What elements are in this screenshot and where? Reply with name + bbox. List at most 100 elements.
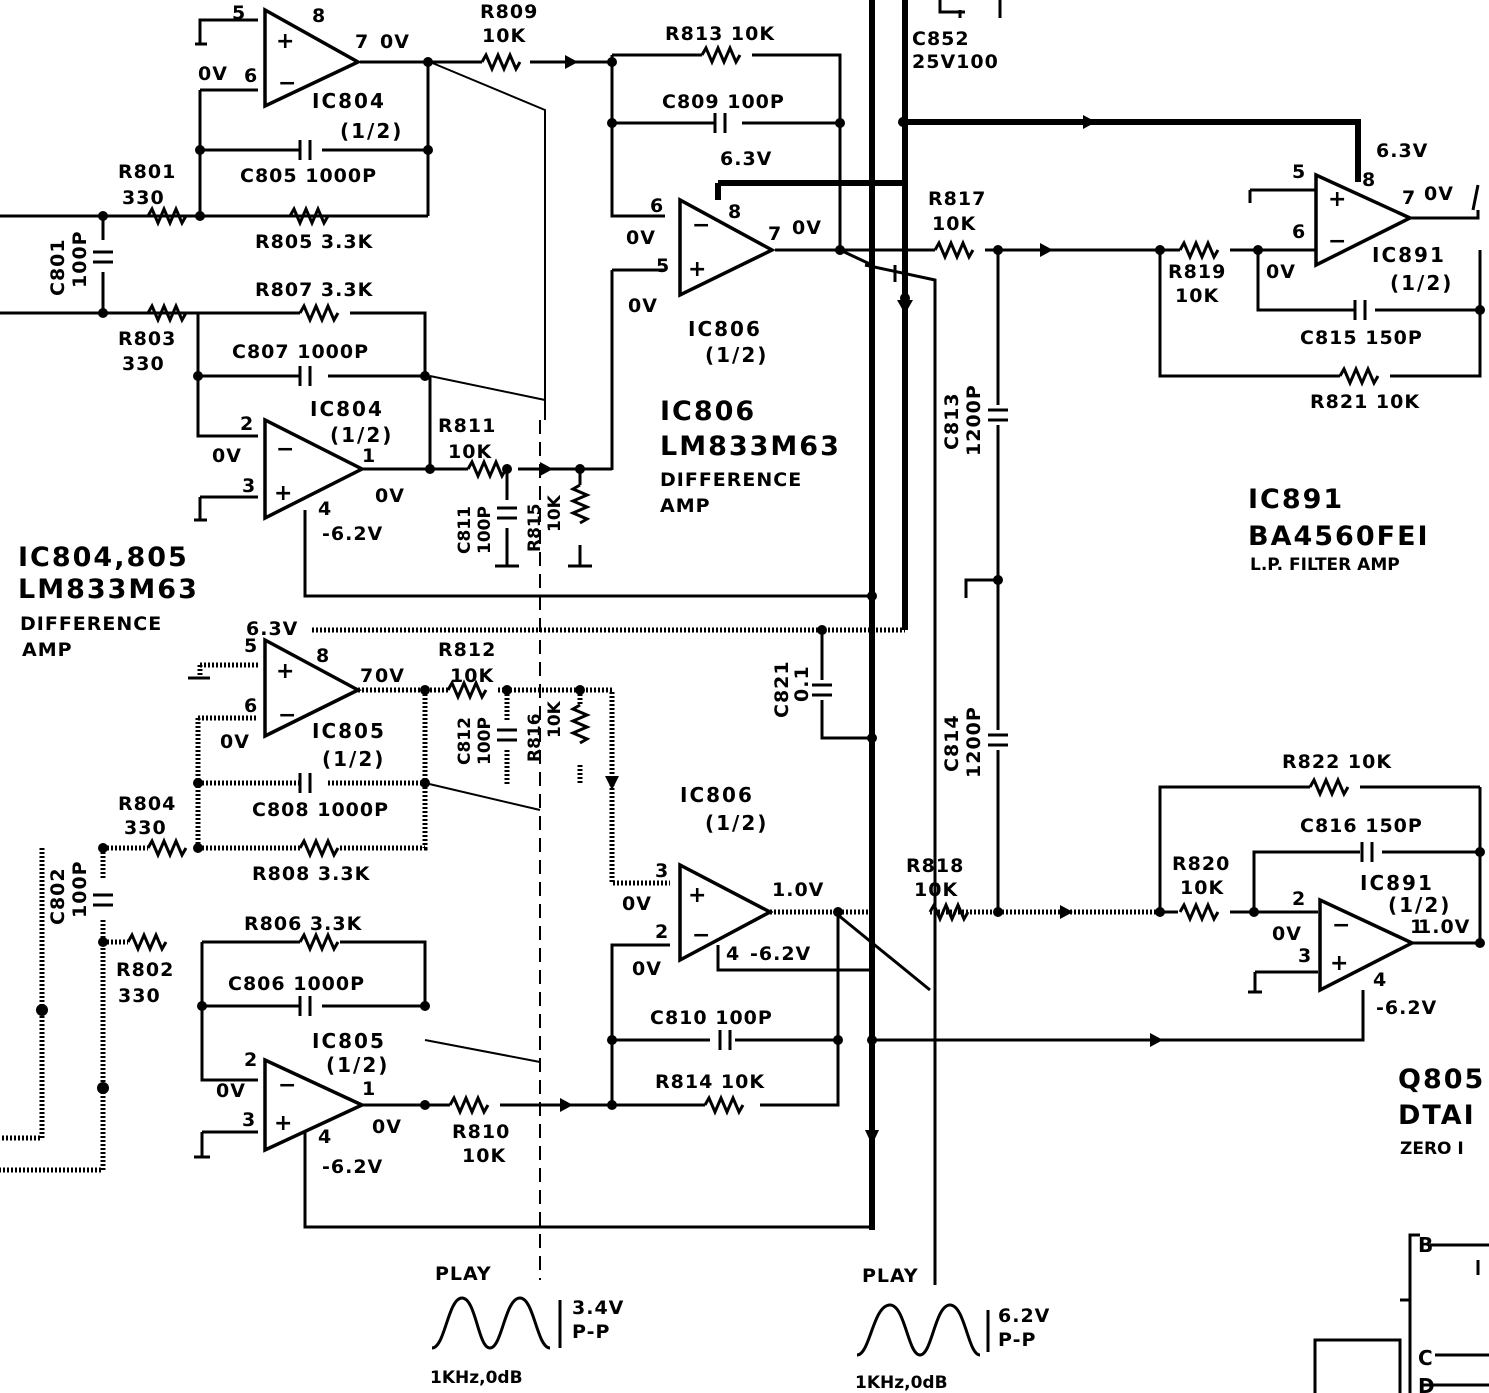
ic806-top-pin7: 7 (768, 223, 782, 245)
r803-value: 330 (122, 353, 165, 375)
c813-value: 1200P (963, 384, 985, 456)
r805-label: R805 3.3K (255, 231, 374, 253)
c815-label: C815 150P (1300, 327, 1423, 349)
ic805-bot-vneg: -6.2V (322, 1156, 383, 1178)
ic805-top-pin6: 6 (244, 695, 258, 717)
r817-label: R817 (928, 188, 986, 210)
ic805-bot-pin1: 1 (362, 1078, 376, 1100)
svg-text:+: + (1328, 187, 1346, 212)
r816-value: 10K (545, 700, 565, 738)
capacitors (93, 113, 1374, 1050)
ic805-bot-pin3: 3 (242, 1109, 256, 1131)
ic806-bot-vin-plus: 0V (622, 893, 652, 915)
ic804-top-pin5: 5 (232, 2, 246, 24)
ic804-top-pin7: 7 (355, 31, 369, 53)
ic805-bot-vout: 0V (372, 1116, 402, 1138)
ic804-bot-pin2: 2 (240, 413, 254, 435)
r820-value: 10K (1180, 877, 1224, 899)
ic804-bot-pin4: 4 (318, 498, 332, 520)
c811-value: 100P (475, 506, 495, 554)
ic804-top-pin6: 6 (244, 65, 258, 87)
svg-text:−: − (278, 71, 296, 96)
waveform-2-cond: 1KHz,0dB (855, 1373, 948, 1393)
ic891-top-pin7: 7 (1402, 187, 1416, 209)
ic806-top-pin8: 8 (728, 201, 742, 223)
c809-label: C809 100P (662, 91, 785, 113)
r806-label: R806 3.3K (244, 913, 363, 935)
svg-text:−: − (278, 703, 296, 728)
ic804-top-pin8: 8 (312, 5, 326, 27)
block-q805-func: ZERO I (1400, 1139, 1464, 1159)
svg-text:+: + (276, 29, 294, 54)
wiring (0, 0, 1482, 1285)
ic805-top-part: (1/2) (322, 747, 385, 771)
waveform-2-amplitude: 6.2V (998, 1305, 1050, 1327)
ic891-bot-pin3: 3 (1298, 945, 1312, 967)
ic805-top-name: IC805 (312, 719, 386, 743)
r810-label: R810 (452, 1121, 510, 1143)
ic806-top-vpwr: 6.3V (720, 148, 772, 170)
r815-label: R815 (525, 503, 545, 552)
c811-label: C811 (455, 506, 475, 554)
waveform-1-cond: 1KHz,0dB (430, 1368, 523, 1388)
ic806-bot-part: (1/2) (705, 811, 768, 835)
svg-text:+: + (688, 883, 706, 908)
ic805-top-vout: 0V (375, 665, 405, 687)
ic891-top-pin8: 8 (1362, 169, 1376, 191)
svg-text:−: − (692, 923, 710, 948)
ic804-bot-vin: 0V (212, 445, 242, 467)
q805-partial-bracket (1313, 1233, 1489, 1393)
ic805-bot-part: (1/2) (326, 1053, 389, 1077)
ic804-bot-part: (1/2) (330, 423, 393, 447)
ic891-top-part: (1/2) (1390, 271, 1453, 295)
c812-value: 100P (475, 717, 495, 765)
block-ic806-part: LM833M63 (660, 431, 841, 462)
r802-label: R802 (116, 959, 174, 981)
svg-text:−: − (1332, 913, 1350, 938)
ic805-bot-name: IC805 (312, 1029, 386, 1053)
r821-label: R821 10K (1310, 391, 1420, 413)
ic806-bot-pin3: 3 (655, 860, 669, 882)
svg-text:+: + (276, 659, 294, 684)
ic805-top-vpwr: 6.3V (246, 618, 298, 640)
c812-label: C812 (455, 717, 475, 765)
ic891-top-vpwr: 6.3V (1376, 140, 1428, 162)
c814-value: 1200P (963, 706, 985, 778)
signal-arrows (540, 55, 1163, 1145)
svg-text:−: − (276, 437, 294, 462)
block-ic891-name: IC891 (1248, 484, 1344, 515)
r820-label: R820 (1172, 853, 1230, 875)
block-ic806-func2: AMP (660, 495, 711, 517)
ic806-top-vout: 0V (792, 217, 822, 239)
ic891-top-vout: 0V (1424, 183, 1454, 205)
waveform-play-2 (856, 1303, 990, 1357)
ic804-top-name: IC804 (312, 89, 386, 113)
waveform-play-1 (431, 1296, 562, 1350)
r816-label: R816 (525, 713, 545, 762)
c852-label: C852 (912, 28, 970, 50)
block-ic891-func: L.P. FILTER AMP (1250, 555, 1400, 575)
r803-label: R803 (118, 328, 176, 350)
ic891-bot-part: (1/2) (1388, 893, 1451, 917)
c801-value: 100P (69, 230, 91, 288)
svg-text:−: − (1328, 229, 1346, 254)
ic891-bot-pin1: 1 (1410, 916, 1424, 938)
ic806-bot-vneg: -6.2V (750, 943, 811, 965)
ic806-bot-pin2: 2 (655, 921, 669, 943)
block-q805-part: DTAI (1398, 1100, 1476, 1131)
ic805-top-pin5: 5 (244, 635, 258, 657)
r817-value: 10K (932, 213, 976, 235)
c806-label: C806 1000P (228, 973, 365, 995)
svg-text:+: + (688, 257, 706, 282)
ic806-top-name: IC806 (688, 317, 762, 341)
r819-label: R819 (1168, 261, 1226, 283)
ic804-top-part: (1/2) (340, 119, 403, 143)
r819-value: 10K (1175, 285, 1219, 307)
ic805-bot-pin4: 4 (318, 1126, 332, 1148)
ic806-bot-vout: 1.0V (772, 879, 824, 901)
c802-label: C802 (47, 867, 69, 925)
r822-label: R822 10K (1282, 751, 1392, 773)
waveform-2-label: PLAY (862, 1265, 919, 1287)
r812-value: 10K (450, 665, 494, 687)
ic805-bot-pin2: 2 (244, 1049, 258, 1071)
